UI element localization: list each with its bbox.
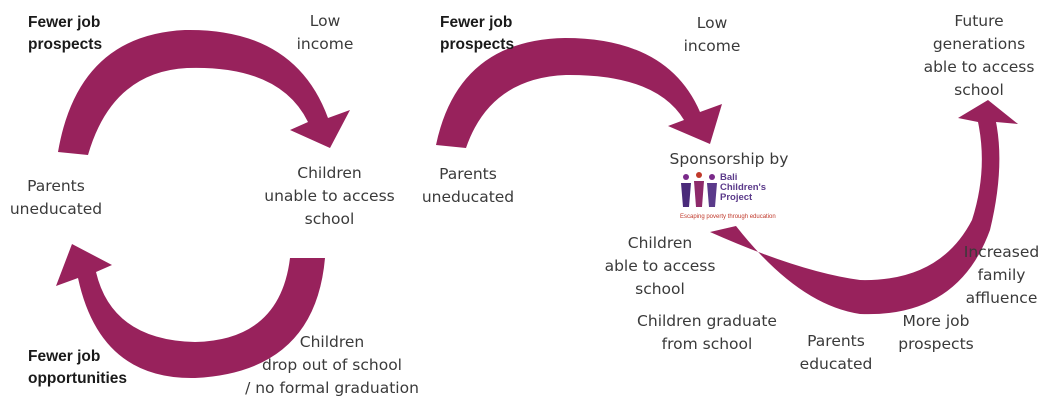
right-parents-uneducated-label: Parents uneducated bbox=[421, 165, 515, 206]
top-cycle-arrow-left bbox=[58, 29, 350, 156]
children-able-label: Children able to access school bbox=[604, 234, 716, 298]
future-generations-label: Future generations able to access school bbox=[923, 12, 1035, 99]
upward-cycle-arrow-right bbox=[710, 100, 1018, 315]
children-graduate-label: Children graduate from school bbox=[637, 312, 777, 353]
sponsorship-label: Sponsorship by bbox=[669, 150, 789, 168]
bottom-cycle-arrow-left bbox=[56, 244, 325, 379]
right-low-income-label: Low income bbox=[683, 14, 741, 55]
left-parents-uneducated-label: Parents uneducated bbox=[9, 177, 103, 218]
more-job-prospects-label: More job prospects bbox=[898, 312, 974, 353]
increased-affluence-label: Increased family affluence bbox=[963, 243, 1040, 307]
right-fewer-job-prospects-label: Fewer job prospects bbox=[440, 14, 515, 53]
left-low-income-label: Low income bbox=[296, 12, 354, 53]
parents-educated-label: Parents educated bbox=[799, 332, 873, 373]
logo-figures-icon bbox=[681, 172, 717, 207]
left-fewer-job-prospects-label: Fewer job prospects bbox=[28, 14, 103, 53]
left-children-drop-out-label: Children drop out of school / no formal … bbox=[245, 333, 419, 397]
top-cycle-arrow-right bbox=[436, 38, 722, 148]
left-fewer-job-opportunities-label: Fewer job opportunities bbox=[28, 348, 128, 387]
logo-name-text: Bali Children's Project bbox=[720, 172, 767, 203]
logo-tagline-text: Escaping poverty through education bbox=[680, 214, 776, 220]
bali-childrens-project-logo: Bali Children's Project Escaping poverty… bbox=[676, 171, 786, 223]
left-children-unable-label: Children unable to access school bbox=[264, 164, 395, 228]
